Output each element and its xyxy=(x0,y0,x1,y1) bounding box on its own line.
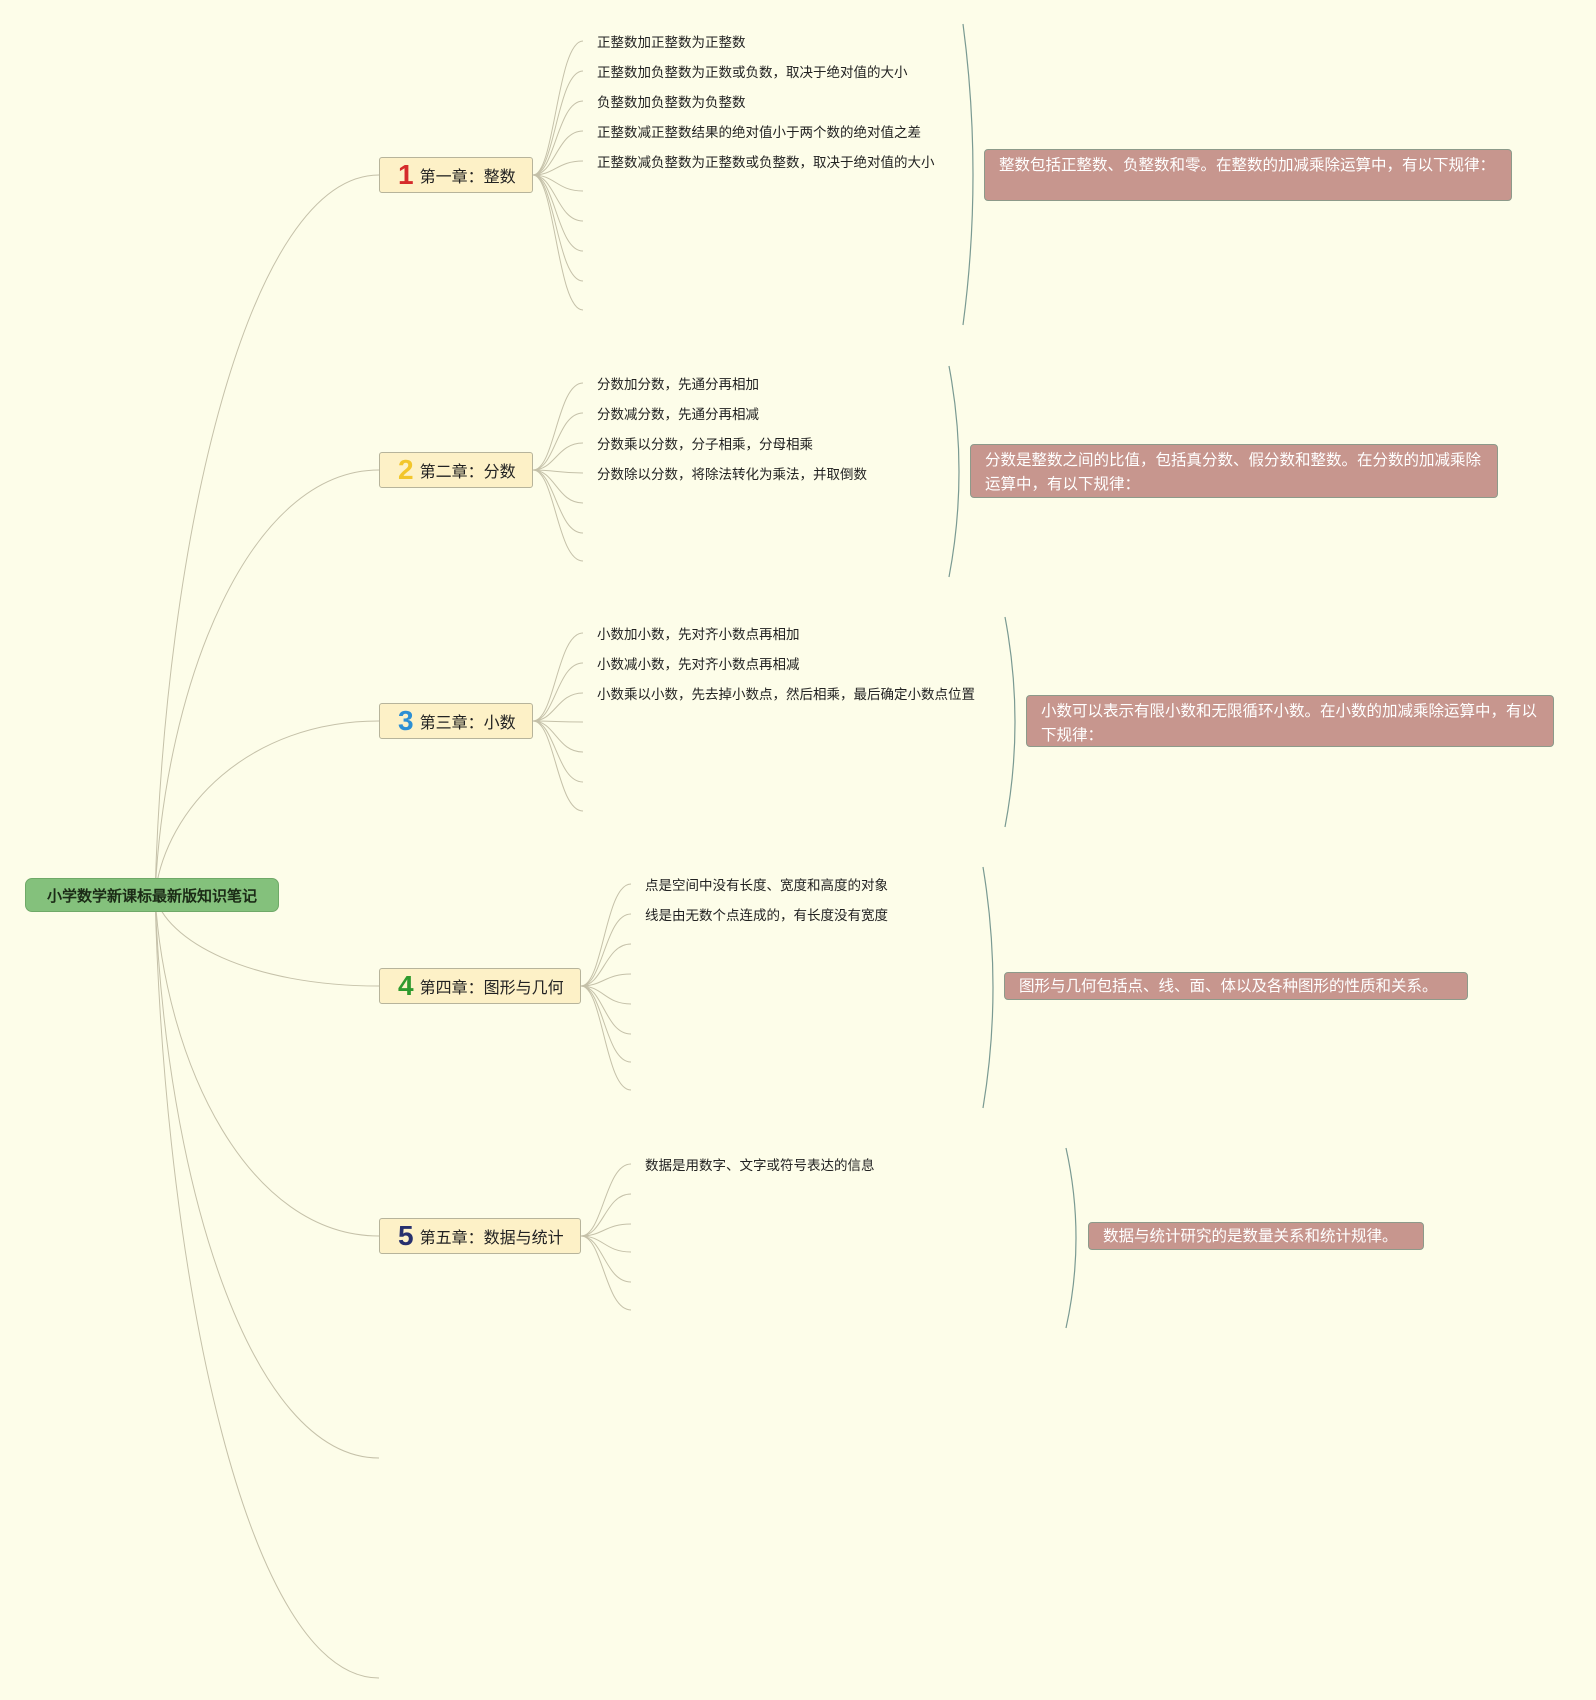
root-branch-6 xyxy=(154,894,380,1459)
leaf-branch-2-6 xyxy=(532,469,584,534)
chapter-number-2: 2 xyxy=(398,454,414,485)
leaf-branch-2-5 xyxy=(532,469,584,504)
leaf-branch-5-1 xyxy=(580,1163,632,1237)
summary-2[interactable]: 分数是整数之间的比值，包括真分数、假分数和整数。在分数的加减乘除运算中，有以下规… xyxy=(970,444,1498,498)
leaf-branch-4-6 xyxy=(580,985,632,1035)
leaf-branch-1-4 xyxy=(532,130,584,176)
point-1-4[interactable]: 正整数减正整数结果的绝对值小于两个数的绝对值之差 xyxy=(597,125,921,141)
leaf-branch-3-3 xyxy=(532,692,584,722)
chapter-title-2: 第二章：分数 xyxy=(419,462,516,481)
chapter-number-3: 3 xyxy=(398,705,414,736)
leaf-branch-1-2 xyxy=(532,70,584,176)
leaf-branch-2-3 xyxy=(532,442,584,471)
leaf-branch-2-4 xyxy=(532,469,584,474)
leaf-branch-2-1 xyxy=(532,382,584,471)
leaf-branch-4-8 xyxy=(580,985,632,1091)
summary-text-4: 图形与几何包括点、线、面、体以及各种图形的性质和关系。 xyxy=(1019,977,1438,995)
point-5-1[interactable]: 数据是用数字、文字或符号表达的信息 xyxy=(645,1158,875,1174)
chapter-title-3: 第三章：小数 xyxy=(419,713,516,732)
root-topic-label: 小学数学新课标最新版知识笔记 xyxy=(46,886,257,905)
chapter-topic-2[interactable]: 2 第二章：分数 xyxy=(379,452,533,488)
chapter-number-4: 4 xyxy=(398,970,414,1001)
chapter-number-1: 1 xyxy=(398,159,414,190)
point-1-5[interactable]: 正整数减负整数为正整数或负整数，取决于绝对值的大小 xyxy=(597,155,935,171)
point-1-2[interactable]: 正整数加负整数为正数或负数，取决于绝对值的大小 xyxy=(597,65,908,81)
point-4-1[interactable]: 点是空间中没有长度、宽度和高度的对象 xyxy=(645,878,888,894)
leaf-branch-3-7 xyxy=(532,720,584,812)
leaf-branch-1-5 xyxy=(532,160,584,176)
leaf-branch-1-10 xyxy=(532,174,584,311)
leaf-branch-4-1 xyxy=(580,883,632,987)
summary-text-1: 整数包括正整数、负整数和零。在整数的加减乘除运算中，有以下规律： xyxy=(999,156,1496,174)
leaf-branch-3-2 xyxy=(532,662,584,722)
leaf-branch-3-4 xyxy=(532,720,584,723)
point-4-2[interactable]: 线是由无数个点连成的，有长度没有宽度 xyxy=(645,908,888,924)
leaf-branch-5-2 xyxy=(580,1193,632,1237)
summary-1[interactable]: 整数包括正整数、负整数和零。在整数的加减乘除运算中，有以下规律： xyxy=(984,149,1512,201)
root-branch-7 xyxy=(154,894,380,1679)
chapter-topic-5[interactable]: 5 第五章：数据与统计 xyxy=(379,1218,581,1254)
chapter-topic-4[interactable]: 4 第四章：图形与几何 xyxy=(379,968,581,1004)
chapter-title-1: 第一章：整数 xyxy=(419,167,516,186)
summary-text-2: 分数是整数之间的比值，包括真分数、假分数和整数。在分数的加减乘除运算中，有以下规… xyxy=(985,451,1482,493)
leaf-branch-1-3 xyxy=(532,100,584,176)
leaf-branch-4-7 xyxy=(580,985,632,1063)
summary-bracket-3 xyxy=(1004,616,1016,828)
summary-5[interactable]: 数据与统计研究的是数量关系和统计规律。 xyxy=(1088,1222,1424,1250)
leaf-branch-3-5 xyxy=(532,720,584,753)
leaf-branch-5-6 xyxy=(580,1235,632,1311)
chapter-title-5: 第五章：数据与统计 xyxy=(419,1228,564,1247)
summary-bracket-1 xyxy=(962,23,974,326)
leaf-branch-5-5 xyxy=(580,1235,632,1283)
leaf-branch-4-4 xyxy=(580,973,632,987)
chapter-title-4: 第四章：图形与几何 xyxy=(419,978,564,997)
leaf-branch-1-7 xyxy=(532,174,584,222)
root-topic[interactable]: 小学数学新课标最新版知识笔记 xyxy=(25,878,279,912)
leaf-branch-5-3 xyxy=(580,1223,632,1237)
summary-bracket-4 xyxy=(982,866,994,1109)
point-3-2[interactable]: 小数减小数，先对齐小数点再相减 xyxy=(597,657,800,673)
point-2-4[interactable]: 分数除以分数，将除法转化为乘法，并取倒数 xyxy=(597,467,867,483)
summary-3[interactable]: 小数可以表示有限小数和无限循环小数。在小数的加减乘除运算中，有以下规律： xyxy=(1026,695,1554,747)
root-branch-4 xyxy=(154,894,380,987)
point-3-3[interactable]: 小数乘以小数，先去掉小数点，然后相乘，最后确定小数点位置 xyxy=(597,687,975,703)
root-branch-1 xyxy=(154,174,380,896)
leaf-branch-3-6 xyxy=(532,720,584,783)
leaf-branch-1-1 xyxy=(532,40,584,176)
point-2-2[interactable]: 分数减分数，先通分再相减 xyxy=(597,407,759,423)
leaf-branch-1-6 xyxy=(532,174,584,192)
summary-text-5: 数据与统计研究的是数量关系和统计规律。 xyxy=(1103,1227,1398,1245)
point-1-1[interactable]: 正整数加正整数为正整数 xyxy=(597,35,746,51)
leaf-branch-4-3 xyxy=(580,943,632,987)
leaf-branch-4-5 xyxy=(580,985,632,1005)
leaf-branch-3-1 xyxy=(532,632,584,722)
point-1-3[interactable]: 负整数加负整数为负整数 xyxy=(597,95,746,111)
summary-4[interactable]: 图形与几何包括点、线、面、体以及各种图形的性质和关系。 xyxy=(1004,972,1468,1000)
summary-text-3: 小数可以表示有限小数和无限循环小数。在小数的加减乘除运算中，有以下规律： xyxy=(1041,702,1538,744)
leaf-branch-4-2 xyxy=(580,913,632,987)
point-3-1[interactable]: 小数加小数，先对齐小数点再相加 xyxy=(597,627,800,643)
chapter-topic-3[interactable]: 3 第三章：小数 xyxy=(379,703,533,739)
leaf-branch-5-4 xyxy=(580,1235,632,1253)
leaf-branch-2-7 xyxy=(532,469,584,562)
summary-bracket-5 xyxy=(1065,1147,1077,1329)
point-2-3[interactable]: 分数乘以分数，分子相乘，分母相乘 xyxy=(597,437,813,453)
leaf-branch-2-2 xyxy=(532,412,584,471)
point-2-1[interactable]: 分数加分数，先通分再相加 xyxy=(597,377,759,393)
chapter-number-5: 5 xyxy=(398,1220,414,1251)
leaf-branch-1-8 xyxy=(532,174,584,252)
summary-bracket-2 xyxy=(948,365,960,578)
root-branch-3 xyxy=(154,720,380,896)
chapter-topic-1[interactable]: 1 第一章：整数 xyxy=(379,157,533,193)
root-branch-5 xyxy=(154,894,380,1237)
root-branch-2 xyxy=(154,469,380,896)
